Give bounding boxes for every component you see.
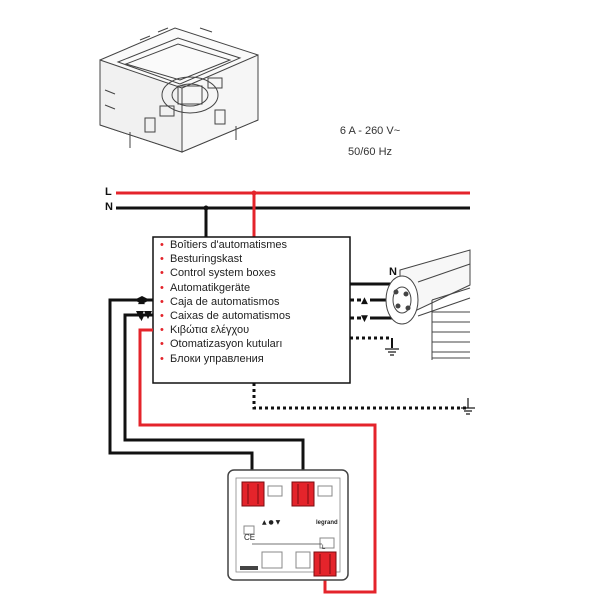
control-box-labels: •Boîtiers d'automatismes •Besturingskast… [158, 238, 348, 366]
bullet-icon: • [160, 338, 164, 351]
list-item: •Caixas de automatismos [160, 310, 291, 323]
motor-earth-icon [385, 348, 399, 356]
switch-terminal-label: L [322, 545, 326, 551]
bullet-icon: • [160, 295, 164, 308]
bullet-icon: • [160, 324, 164, 337]
up-arrow-right: ▲ [361, 296, 368, 306]
bullet-icon: • [160, 310, 164, 323]
list-item: •Κιβώτια ελέγχου [160, 324, 250, 337]
bullet-icon: • [160, 267, 164, 280]
down-arrow-left: ▼ [138, 313, 145, 323]
switch-mechanism [227, 469, 349, 581]
up-arrow-left: ▲ [138, 296, 145, 306]
list-item: •Boîtiers d'automatismes [160, 239, 288, 251]
terminal-down [291, 481, 315, 507]
rating-label: 6 A - 260 V~ [339, 125, 401, 137]
terminal-up [241, 481, 265, 507]
bullet-icon: • [160, 281, 164, 294]
switch-ce-mark: CE [244, 533, 255, 542]
box-earth-wire [252, 383, 468, 410]
switch-wires [108, 298, 377, 594]
bullet-icon: • [160, 239, 164, 251]
motor-wires [350, 282, 393, 348]
list-item: •Automatikgeräte [160, 281, 251, 294]
motor-illustration [385, 249, 471, 360]
switch-brand: legrand [316, 520, 338, 526]
terminal-live [313, 551, 337, 577]
bullet-icon: • [160, 253, 164, 266]
list-item: •Besturingskast [160, 253, 243, 266]
list-item: •Control system boxes [160, 267, 276, 280]
box-earth-icon [461, 398, 475, 415]
bullet-icon: • [160, 352, 164, 365]
control-box [152, 236, 351, 384]
live-line-label: L [105, 186, 112, 198]
list-item: •Блоки управления [160, 352, 264, 365]
left-arrows [134, 296, 152, 319]
frequency-label: 50/60 Hz [347, 146, 393, 158]
mechanism-illustration [99, 27, 259, 153]
down-arrow-right: ▼ [361, 314, 368, 324]
list-item: •Otomatizasyon kutuları [160, 338, 283, 351]
switch-symbols: ▲ ● ▼ [262, 519, 281, 526]
list-item: •Caja de automatismos [160, 295, 280, 308]
neutral-line-label: N [105, 201, 113, 213]
motor-neutral-label: N [389, 266, 397, 278]
